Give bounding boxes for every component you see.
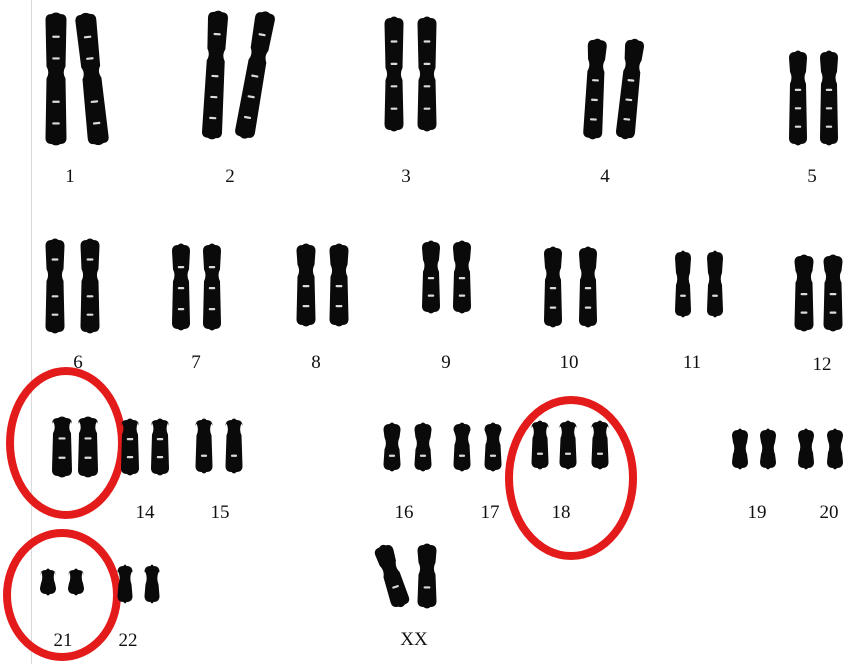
- chromosome-group-8: [297, 244, 349, 327]
- chromosome-11-copy-2: [707, 251, 723, 318]
- chromosome-14-copy-2: [151, 419, 169, 476]
- chromosome-label-9: 9: [441, 352, 451, 373]
- chromosome-21-copy-1: [40, 569, 56, 596]
- chromosome-6-copy-2: [81, 239, 100, 334]
- chromosome-sex-copy-2: [418, 544, 437, 609]
- chromosome-19-copy-2: [760, 429, 776, 470]
- chromosome-label-10: 10: [560, 352, 579, 373]
- chromosome-label-15: 15: [211, 502, 230, 523]
- chromosome-16-copy-2: [415, 423, 432, 472]
- chromosome-label-16: 16: [395, 502, 414, 523]
- chromosome-9-copy-2: [453, 241, 471, 314]
- chromosome-label-12: 12: [813, 354, 832, 375]
- chromosome-label-sex: XX: [400, 629, 428, 650]
- chromosome-group-11: [675, 251, 723, 318]
- chromosome-label-17: 17: [481, 502, 500, 523]
- chromosome-label-22: 22: [119, 630, 138, 651]
- chromosome-group-5: [789, 51, 838, 146]
- chromosome-15-copy-1: [196, 419, 213, 474]
- chromosome-group-17: [454, 423, 502, 472]
- chromosome-6-copy-1: [46, 239, 65, 334]
- chromosome-group-19: [732, 429, 776, 470]
- chromosome-group-1: [46, 12, 110, 146]
- chromosome-21-copy-2: [68, 569, 84, 596]
- chromosome-group-22: [118, 565, 160, 604]
- chromosome-3-copy-2: [418, 17, 437, 132]
- chromosome-label-18: 18: [552, 502, 571, 523]
- chromosome-20-copy-1: [798, 429, 814, 470]
- chromosome-12-copy-2: [824, 255, 843, 332]
- chromosome-13-copy-2: [78, 417, 98, 478]
- chromosome-group-10: [544, 247, 597, 328]
- chromosome-label-4: 4: [600, 166, 610, 187]
- chromosome-7-copy-1: [172, 244, 190, 331]
- chromosome-17-copy-1: [454, 423, 471, 472]
- chromosome-9-copy-1: [422, 241, 440, 314]
- chromosome-16-copy-1: [384, 423, 401, 472]
- chromosome-group-15: [196, 419, 243, 474]
- chromosome-1-copy-2: [75, 12, 110, 146]
- chromosome-3-copy-1: [385, 17, 404, 132]
- chromosome-label-21: 21: [54, 630, 73, 651]
- chromosome-15-copy-2: [226, 419, 243, 474]
- chromosome-5-copy-2: [820, 51, 838, 146]
- chromosome-8-copy-1: [297, 244, 316, 327]
- chromosome-group-3: [385, 17, 437, 132]
- chromosome-group-4: [583, 38, 645, 140]
- chromosome-label-8: 8: [311, 352, 321, 373]
- chromosome-22-copy-1: [118, 565, 133, 604]
- chromosome-group-18: [532, 421, 609, 470]
- chromosome-label-5: 5: [807, 166, 817, 187]
- chromosome-19-copy-1: [732, 429, 748, 470]
- chromosome-label-11: 11: [683, 352, 701, 373]
- chromosome-group-2: [202, 10, 276, 141]
- chromosome-17-copy-2: [485, 423, 502, 472]
- chromosome-label-7: 7: [191, 352, 201, 373]
- chromosome-11-copy-1: [675, 251, 691, 318]
- chromosome-group-20: [798, 429, 843, 470]
- chromosome-group-9: [422, 241, 471, 314]
- chromosome-10-copy-1: [544, 247, 562, 328]
- chromosome-10-copy-2: [579, 247, 597, 328]
- chromosome-20-copy-2: [827, 429, 843, 470]
- chromosome-4-copy-2: [615, 38, 644, 140]
- chromosome-2-copy-1: [202, 10, 229, 140]
- chromosome-group-14: [121, 419, 169, 476]
- chromosome-label-2: 2: [225, 166, 235, 187]
- chromosome-group-13: [52, 417, 98, 478]
- chromosome-4-copy-1: [583, 38, 607, 140]
- chromosome-18-copy-3: [592, 421, 609, 470]
- chromosome-group-12: [795, 255, 843, 332]
- chromosome-label-3: 3: [401, 166, 411, 187]
- chromosome-group-sex: [373, 542, 437, 610]
- chromosome-12-copy-1: [795, 255, 814, 332]
- chromosome-label-20: 20: [820, 502, 839, 523]
- chromosome-label-14: 14: [136, 502, 156, 523]
- chromosome-sex-copy-1: [373, 542, 411, 610]
- chromosome-5-copy-1: [789, 51, 807, 146]
- chromosome-1-copy-1: [46, 13, 67, 146]
- chromosome-18-copy-1: [532, 421, 549, 470]
- chromosome-8-copy-2: [330, 244, 349, 327]
- chromosome-group-16: [384, 423, 432, 472]
- chromosome-13-copy-1: [52, 417, 72, 478]
- chromosome-group-6: [46, 239, 100, 334]
- chromosome-2-copy-2: [234, 10, 276, 141]
- chromosome-group-7: [172, 244, 221, 331]
- chromosome-18-copy-2: [560, 421, 577, 470]
- chromosome-14-copy-1: [121, 419, 139, 476]
- chromosome-label-19: 19: [748, 502, 767, 523]
- chromosome-label-1: 1: [65, 166, 75, 187]
- chromosome-7-copy-2: [203, 244, 221, 331]
- chromosome-22-copy-2: [145, 565, 160, 604]
- chromosome-group-21: [40, 569, 84, 596]
